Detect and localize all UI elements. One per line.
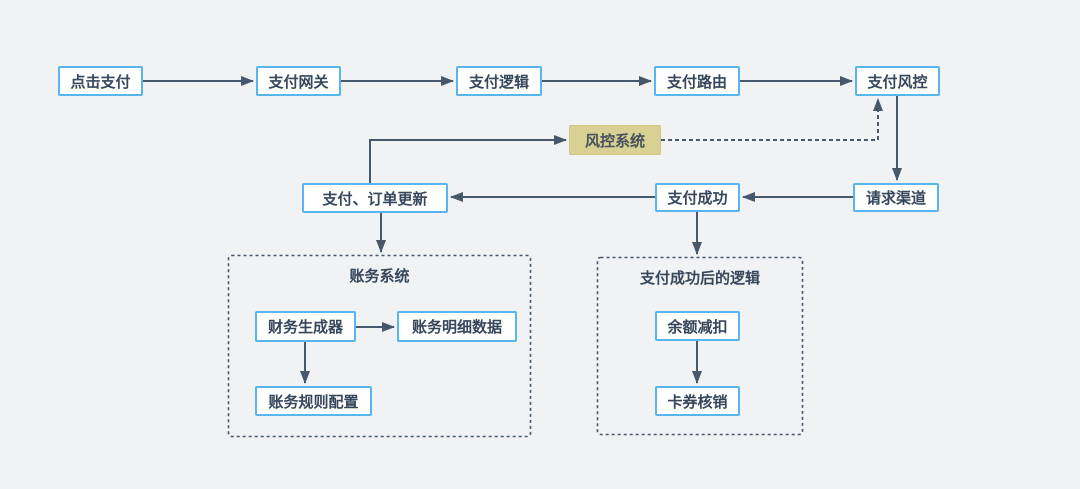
node-risk-system: 风控系统 bbox=[569, 125, 661, 155]
post-pay-logic-title: 支付成功后的逻辑 bbox=[639, 270, 760, 287]
edge-risk-system-to-pay-risk-dashed bbox=[661, 98, 883, 141]
node-click-pay: 点击支付 bbox=[58, 66, 143, 96]
container-post-pay-logic: 支付成功后的逻辑 余额减扣 卡券核销 bbox=[597, 257, 803, 435]
node-accounting-rule-config: 账务规则配置 bbox=[255, 386, 372, 416]
node-pay-risk: 支付风控 bbox=[855, 66, 940, 96]
node-coupon-writeoff: 卡券核销 bbox=[655, 386, 740, 416]
node-finance-generator: 财务生成器 bbox=[255, 311, 356, 342]
node-pay-logic: 支付逻辑 bbox=[456, 66, 542, 96]
container-accounting-system: 账务系统 财务生成器 账务明细数据 账务规则配置 bbox=[228, 255, 531, 437]
node-pay-order-update: 支付、订单更新 bbox=[302, 183, 448, 213]
node-accounting-detail-data: 账务明细数据 bbox=[397, 311, 517, 342]
post-pay-logic-container-border bbox=[596, 256, 804, 436]
edge-order-update-to-risk-system bbox=[369, 135, 567, 183]
accounting-system-title: 账务系统 bbox=[349, 268, 410, 285]
node-pay-route: 支付路由 bbox=[654, 66, 740, 96]
node-pay-success: 支付成功 bbox=[655, 183, 740, 212]
node-request-channel: 请求渠道 bbox=[853, 183, 939, 212]
node-balance-deduct: 余额减扣 bbox=[655, 311, 740, 341]
node-pay-gateway: 支付网关 bbox=[256, 66, 341, 96]
